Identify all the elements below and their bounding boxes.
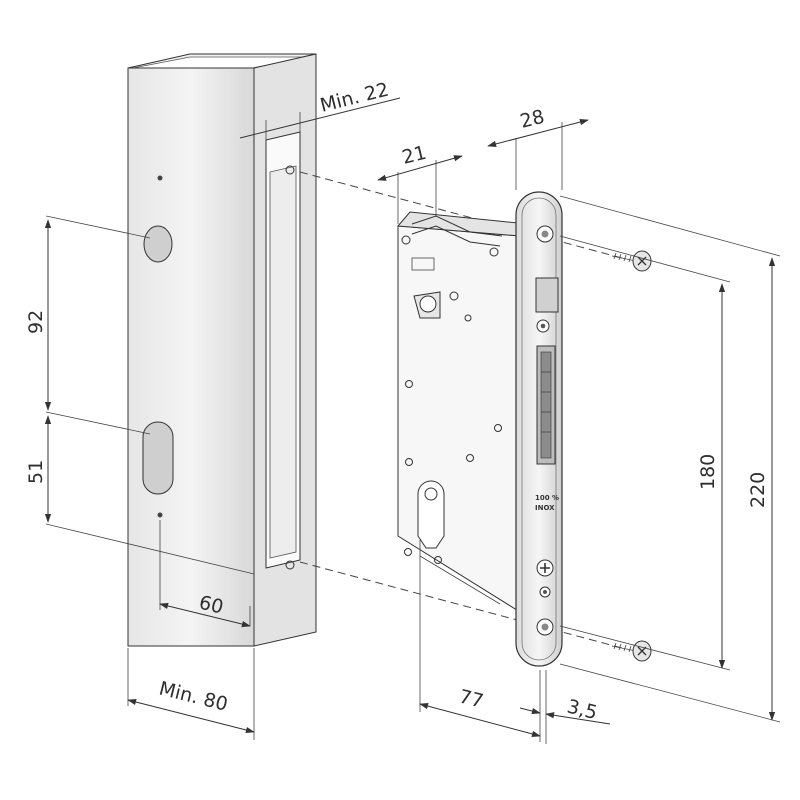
faceplate: 100 % INOX <box>515 191 563 667</box>
dim-label-28: 28 <box>518 106 547 133</box>
screw-bottom <box>611 640 652 662</box>
mortise-slot-inner <box>269 165 297 559</box>
handle-hole <box>143 225 173 263</box>
alignment-lines <box>299 171 623 649</box>
dim-label-min-22: Min. 22 <box>318 79 391 117</box>
post-front-face <box>127 67 255 647</box>
case-screw-3 <box>449 291 459 301</box>
faceplate-text-line2: INOX <box>535 504 555 512</box>
dim-label-3-5: 3,5 <box>565 696 600 725</box>
lock-case <box>397 225 521 613</box>
dim-label-21: 21 <box>400 142 429 169</box>
slot-top-screw-hole <box>285 165 295 175</box>
screw-top <box>611 250 652 272</box>
dim-line-3-5 <box>545 712 611 725</box>
case-screw-1 <box>401 235 411 245</box>
lock-body <box>396 211 529 613</box>
dim-line-21 <box>377 155 463 181</box>
faceplate-text-line1: 100 % <box>535 494 559 502</box>
dim-label-77: 77 <box>457 686 486 713</box>
spring-arm <box>411 215 503 237</box>
dim-label-51: 51 <box>25 460 47 484</box>
dim-label-180: 180 <box>697 454 719 490</box>
dim-line-min-80 <box>127 698 255 734</box>
dim-line-28 <box>487 118 589 148</box>
cylinder-cutout <box>417 480 445 549</box>
dim-line-77 <box>419 703 541 737</box>
gate-post <box>127 53 317 647</box>
dim-label-92: 92 <box>25 310 47 334</box>
slot-bottom-screw-hole <box>285 560 295 570</box>
post-pin-hole-top <box>157 175 163 181</box>
case-label <box>411 257 435 271</box>
latch-bolt <box>535 277 559 313</box>
cylinder-hole <box>142 421 174 495</box>
post-pin-hole-bottom <box>157 512 163 518</box>
dim-line-60 <box>159 602 251 628</box>
follower <box>419 295 437 313</box>
dimension-lines <box>44 97 781 744</box>
dim-label-220: 220 <box>747 472 769 508</box>
case-screw-2 <box>489 247 499 257</box>
dim-line-min-22 <box>239 97 401 139</box>
